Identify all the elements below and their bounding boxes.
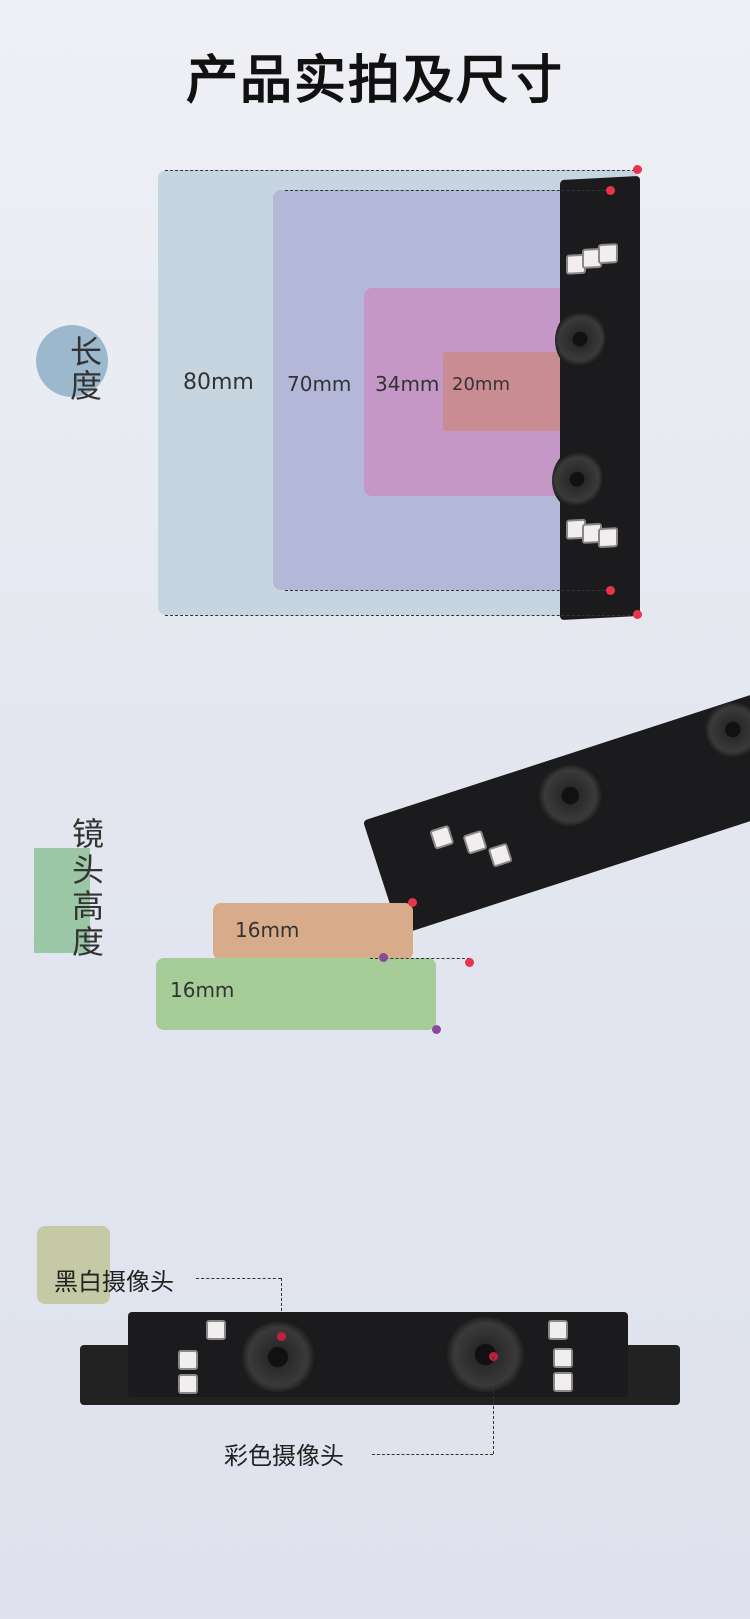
camera-board-front-top — [128, 1312, 628, 1397]
dimension-label-70mm: 70mm — [287, 372, 352, 396]
marker-dot — [432, 1025, 441, 1034]
pointer-line — [372, 1454, 493, 1455]
height-label: 镜头高度 — [71, 815, 104, 961]
led — [206, 1320, 226, 1340]
dimension-line — [165, 615, 635, 616]
pointer-line — [493, 1356, 494, 1454]
led — [598, 243, 618, 265]
camera-section: 黑白摄像头 彩色摄像头 — [0, 1220, 750, 1480]
led — [553, 1348, 573, 1368]
camera-lens — [527, 756, 613, 835]
marker-dot — [379, 953, 388, 962]
dimension-line — [285, 190, 610, 191]
camera-lens — [555, 307, 605, 371]
height-box-bottom — [156, 958, 436, 1030]
camera-lens — [695, 694, 750, 766]
height-label-top: 16mm — [235, 918, 300, 942]
led — [429, 824, 455, 850]
height-box-top — [213, 903, 413, 960]
dimension-label-80mm: 80mm — [183, 370, 254, 395]
led — [548, 1320, 568, 1340]
marker-dot — [277, 1332, 286, 1341]
pointer-line — [281, 1278, 282, 1336]
length-badge — [36, 325, 108, 397]
height-label-bottom: 16mm — [170, 978, 235, 1002]
camera-badge — [37, 1226, 110, 1304]
led — [462, 829, 488, 855]
height-section: 镜头高度 16mm 16mm — [0, 691, 750, 1060]
length-label: 长度 — [69, 333, 102, 405]
dimension-line — [285, 590, 610, 591]
led — [178, 1350, 198, 1370]
camera-board-angled — [362, 691, 750, 935]
dimension-line — [370, 958, 470, 959]
dimension-label-34mm: 34mm — [375, 372, 440, 396]
dimension-label-20mm: 20mm — [452, 374, 510, 395]
length-section: 长度 80mm 70mm 34mm 20mm — [0, 150, 750, 630]
led — [598, 527, 618, 549]
color-camera-lens — [443, 1317, 528, 1392]
pointer-line — [196, 1278, 281, 1279]
marker-dot — [606, 586, 615, 595]
marker-dot — [633, 165, 642, 174]
dimension-line — [165, 170, 635, 171]
camera-board-vertical — [552, 175, 640, 621]
marker-dot — [633, 610, 642, 619]
page-title: 产品实拍及尺寸 — [185, 51, 564, 111]
marker-dot — [606, 186, 615, 195]
color-camera-label: 彩色摄像头 — [224, 1442, 344, 1470]
mono-camera-label: 黑白摄像头 — [54, 1268, 174, 1296]
height-badge — [34, 848, 90, 953]
marker-dot — [465, 958, 474, 967]
camera-lens — [552, 447, 602, 511]
led — [487, 842, 513, 868]
led — [178, 1374, 198, 1394]
marker-dot — [408, 898, 417, 907]
led — [553, 1372, 573, 1392]
